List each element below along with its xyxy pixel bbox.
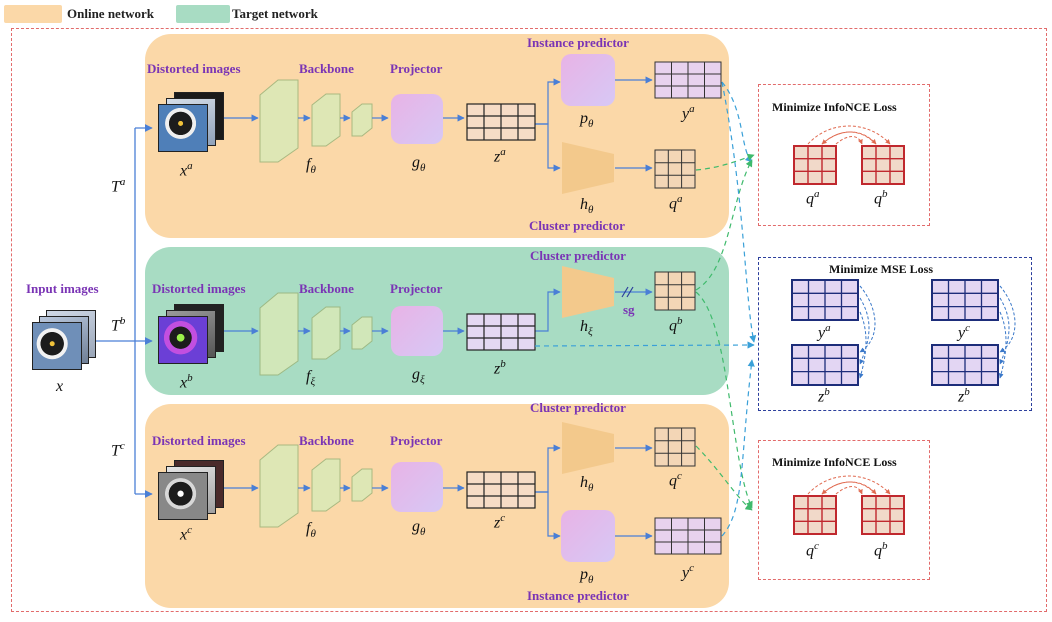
legend-target-label: Target network — [232, 6, 318, 21]
distorted-images-a — [158, 92, 228, 154]
loss-connectors — [534, 81, 757, 537]
distorted-b-front — [158, 316, 208, 364]
projector-b — [391, 306, 443, 356]
row-a-backbone-label: Backbone — [299, 61, 354, 76]
distorted-a-front — [158, 104, 208, 152]
instance-predictor-a — [561, 54, 615, 106]
transform-c: Tc — [111, 440, 125, 460]
row-c-x: xc — [180, 524, 192, 544]
outer-frame — [11, 28, 1047, 612]
loss-box-middle — [758, 257, 1032, 411]
transform-b: Tb — [111, 315, 126, 335]
loss-top-title: Minimize InfoNCE Loss — [772, 100, 897, 114]
loss-bottom-right-q: qb — [874, 540, 888, 560]
loss-mse-yc: yc — [958, 322, 970, 342]
instance-predictor-c — [561, 510, 615, 562]
row-a-instance-predictor-label: Instance predictor — [527, 35, 629, 50]
row-b-f: fξ — [306, 368, 316, 389]
loss-mse-zb-right: zb — [958, 386, 970, 406]
row-b-x: xb — [180, 372, 193, 392]
row-c-f: fθ — [306, 520, 316, 541]
legend-target-swatch — [176, 5, 230, 23]
row-c-h: hθ — [580, 474, 594, 495]
row-a-x: xa — [180, 160, 193, 180]
transform-a: Ta — [111, 176, 126, 196]
row-b-h: hξ — [580, 318, 593, 339]
row-a-f: fθ — [306, 156, 316, 177]
loss-box-top — [758, 84, 930, 226]
row-c-projector-label: Projector — [390, 433, 443, 448]
input-symbol: x — [56, 378, 64, 395]
cluster-predictors — [562, 142, 614, 474]
row-b-sg-label: sg — [623, 302, 635, 317]
y-grids — [654, 61, 722, 555]
row-a-g: gθ — [412, 154, 426, 175]
row-c-p: pθ — [580, 566, 594, 587]
q-grids — [654, 149, 696, 467]
loss-bottom-title: Minimize InfoNCE Loss — [772, 455, 897, 469]
loss-mse-zb-left: zb — [818, 386, 830, 406]
loss-middle-title: Minimize MSE Loss — [829, 262, 933, 276]
loss-mse-grids — [791, 279, 999, 386]
row-a-y: ya — [682, 103, 695, 123]
loss-bottom-arcs — [807, 475, 891, 495]
row-a-projector-label: Projector — [390, 61, 443, 76]
row-b-cluster-predictor-label: Cluster predictor — [530, 248, 626, 263]
input-split-lines — [88, 124, 153, 498]
row-c-z: zc — [494, 512, 506, 532]
stop-gradient-mark — [621, 286, 634, 298]
input-image-stack — [32, 310, 102, 372]
loss-top-right-q: qb — [874, 188, 888, 208]
legend-online-label: Online network — [67, 6, 155, 21]
input-image-front — [32, 322, 82, 370]
row-a-q: qa — [669, 193, 683, 213]
loss-bottom-left-q: qc — [806, 540, 819, 560]
row-c-distorted-label: Distorted images — [152, 433, 246, 448]
row-c-y: yc — [682, 562, 694, 582]
row-a-p: pθ — [580, 110, 594, 131]
projector-c — [391, 462, 443, 512]
loss-box-bottom — [758, 440, 930, 580]
row-b-distorted-label: Distorted images — [152, 281, 246, 296]
row-a-cluster-predictor-label: Cluster predictor — [529, 218, 625, 233]
legend-online-swatch — [4, 5, 62, 23]
row-c-cluster-predictor-label: Cluster predictor — [530, 400, 626, 415]
row-a-distorted-label: Distorted images — [147, 61, 241, 76]
loss-mse-ya: ya — [818, 322, 831, 342]
row-b-projector-label: Projector — [390, 281, 443, 296]
loss-top-left-q: qa — [806, 188, 820, 208]
row-a-h: hθ — [580, 196, 594, 217]
row-b-backbone-label: Backbone — [299, 281, 354, 296]
row-b-z: zb — [494, 358, 506, 378]
input-images-label: Input images — [26, 281, 99, 296]
row-b-q: qb — [669, 315, 683, 335]
row-c-g: gθ — [412, 518, 426, 539]
loss-bottom-grids — [793, 495, 905, 535]
backbones — [259, 79, 373, 528]
row-c-q: qc — [669, 470, 682, 490]
loss-mse-arcs — [858, 285, 1016, 379]
z-grids — [466, 103, 536, 509]
row-flow-arrows — [220, 76, 653, 540]
row-a-z: za — [494, 146, 506, 166]
row-c-backbone-label: Backbone — [299, 433, 354, 448]
row-b-g: gξ — [412, 366, 425, 387]
row-c-instance-predictor-label: Instance predictor — [527, 588, 629, 603]
projector-a — [391, 94, 443, 144]
loss-top-arcs — [807, 125, 891, 145]
distorted-images-b — [158, 304, 228, 366]
loss-top-grids — [793, 145, 905, 185]
distorted-c-front — [158, 472, 208, 520]
distorted-images-c — [158, 460, 228, 522]
